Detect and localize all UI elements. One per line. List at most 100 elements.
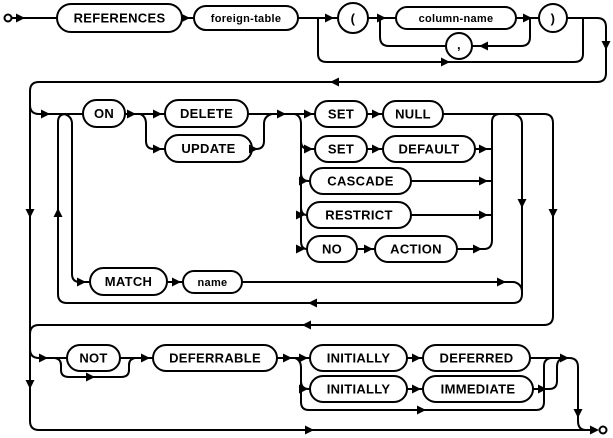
arrowhead-r xyxy=(153,144,162,154)
node-default xyxy=(382,135,476,163)
node-not xyxy=(66,344,121,372)
arrowhead-r xyxy=(16,13,25,23)
arrowhead-d xyxy=(573,409,583,418)
rail-line xyxy=(252,113,273,150)
arrowhead-r xyxy=(77,277,86,287)
node-foreign-table xyxy=(193,5,299,31)
arrowhead-r xyxy=(417,405,426,415)
rail-line xyxy=(491,113,501,240)
node-column-name-label: column-name xyxy=(419,13,494,25)
node-no-label: NO xyxy=(322,242,342,257)
arrowhead-r xyxy=(299,353,308,363)
node-delete-label: DELETE xyxy=(180,106,233,121)
node-initially-1-label: INITIALLY xyxy=(327,351,391,366)
rail-line xyxy=(533,357,565,390)
node-deferrable-label: DEFERRABLE xyxy=(169,351,261,366)
node-comma xyxy=(445,32,473,60)
arrowhead-r xyxy=(364,244,373,254)
rail-line xyxy=(57,113,523,304)
node-set-1 xyxy=(314,100,368,128)
arrowhead-d xyxy=(25,209,35,218)
arrowhead-r xyxy=(41,109,50,119)
arrowhead-r xyxy=(377,13,386,23)
arrowhead-r xyxy=(86,372,95,382)
arrowhead-r xyxy=(497,277,506,287)
arrowhead-r xyxy=(325,13,334,23)
node-references-label: REFERENCES xyxy=(74,11,166,26)
arrowhead-r xyxy=(372,109,381,119)
end-terminal xyxy=(598,425,608,435)
arrowhead-r xyxy=(479,176,488,186)
rail-line xyxy=(457,239,493,250)
arrowhead-r xyxy=(277,109,286,119)
rail-line xyxy=(29,17,607,431)
node-comma-label: , xyxy=(457,37,461,52)
arrowhead-r xyxy=(249,144,258,154)
arrowhead-r xyxy=(479,210,488,220)
arrowhead-r xyxy=(299,384,308,394)
node-column-name xyxy=(395,6,517,30)
arrowhead-d xyxy=(517,199,527,208)
rail-line xyxy=(242,281,523,293)
arrowhead-r xyxy=(412,353,421,363)
arrowhead-l xyxy=(479,41,488,51)
rail-line xyxy=(530,357,587,431)
node-initially-2 xyxy=(309,375,408,403)
node-restrict-label: RESTRICT xyxy=(325,208,392,223)
arrowhead-r xyxy=(590,425,599,435)
arrowhead-r xyxy=(296,210,305,220)
arrowhead-r xyxy=(153,109,162,119)
node-immediate-label: IMMEDIATE xyxy=(441,382,516,397)
node-name-label: name xyxy=(198,277,228,289)
node-foreign-table-label: foreign-table xyxy=(211,13,282,25)
rail-line xyxy=(63,113,90,283)
node-lparen xyxy=(337,2,369,34)
node-no xyxy=(306,235,358,263)
node-rparen xyxy=(538,3,568,33)
node-update-label: UPDATE xyxy=(181,141,235,156)
node-action-label: ACTION xyxy=(390,242,442,257)
arrowhead-r xyxy=(39,353,48,363)
node-default-label: DEFAULT xyxy=(398,142,459,157)
node-cascade-label: CASCADE xyxy=(327,174,393,189)
arrowhead-r xyxy=(479,144,488,154)
arrowhead-r xyxy=(304,109,313,119)
rail-line xyxy=(139,113,165,150)
rail-line xyxy=(317,18,584,63)
node-on-label: ON xyxy=(94,106,114,121)
node-deferred-label: DEFERRED xyxy=(440,351,514,366)
arrowhead-u xyxy=(53,208,63,217)
arrowhead-r xyxy=(412,384,421,394)
arrowhead-r xyxy=(473,244,482,254)
rail-line xyxy=(57,113,67,294)
arrowhead-r xyxy=(181,13,190,23)
node-set-2-label: SET xyxy=(328,142,354,157)
arrowhead-r xyxy=(127,109,136,119)
arrowhead-l xyxy=(302,320,311,330)
node-match-label: MATCH xyxy=(105,274,152,289)
arrowhead-r xyxy=(283,353,292,363)
node-immediate xyxy=(422,375,534,403)
node-action xyxy=(374,235,458,263)
node-lparen-label: ( xyxy=(351,11,356,26)
rail-line xyxy=(29,113,554,335)
node-not-label: NOT xyxy=(79,351,107,366)
node-initially-1 xyxy=(309,344,408,372)
node-match xyxy=(89,267,168,296)
rail-line xyxy=(309,357,552,411)
arrowhead-r xyxy=(538,384,547,394)
node-on xyxy=(82,99,126,128)
arrowhead-r xyxy=(172,277,181,287)
arrowhead-d xyxy=(25,380,35,389)
node-rparen-label: ) xyxy=(551,11,556,26)
arrowhead-d xyxy=(601,41,611,50)
rail-line xyxy=(29,104,83,115)
node-null-label: NULL xyxy=(395,107,431,122)
node-deferred xyxy=(422,344,531,372)
node-null xyxy=(382,100,444,128)
arrowhead-r xyxy=(560,353,569,363)
node-set-1-label: SET xyxy=(328,107,354,122)
